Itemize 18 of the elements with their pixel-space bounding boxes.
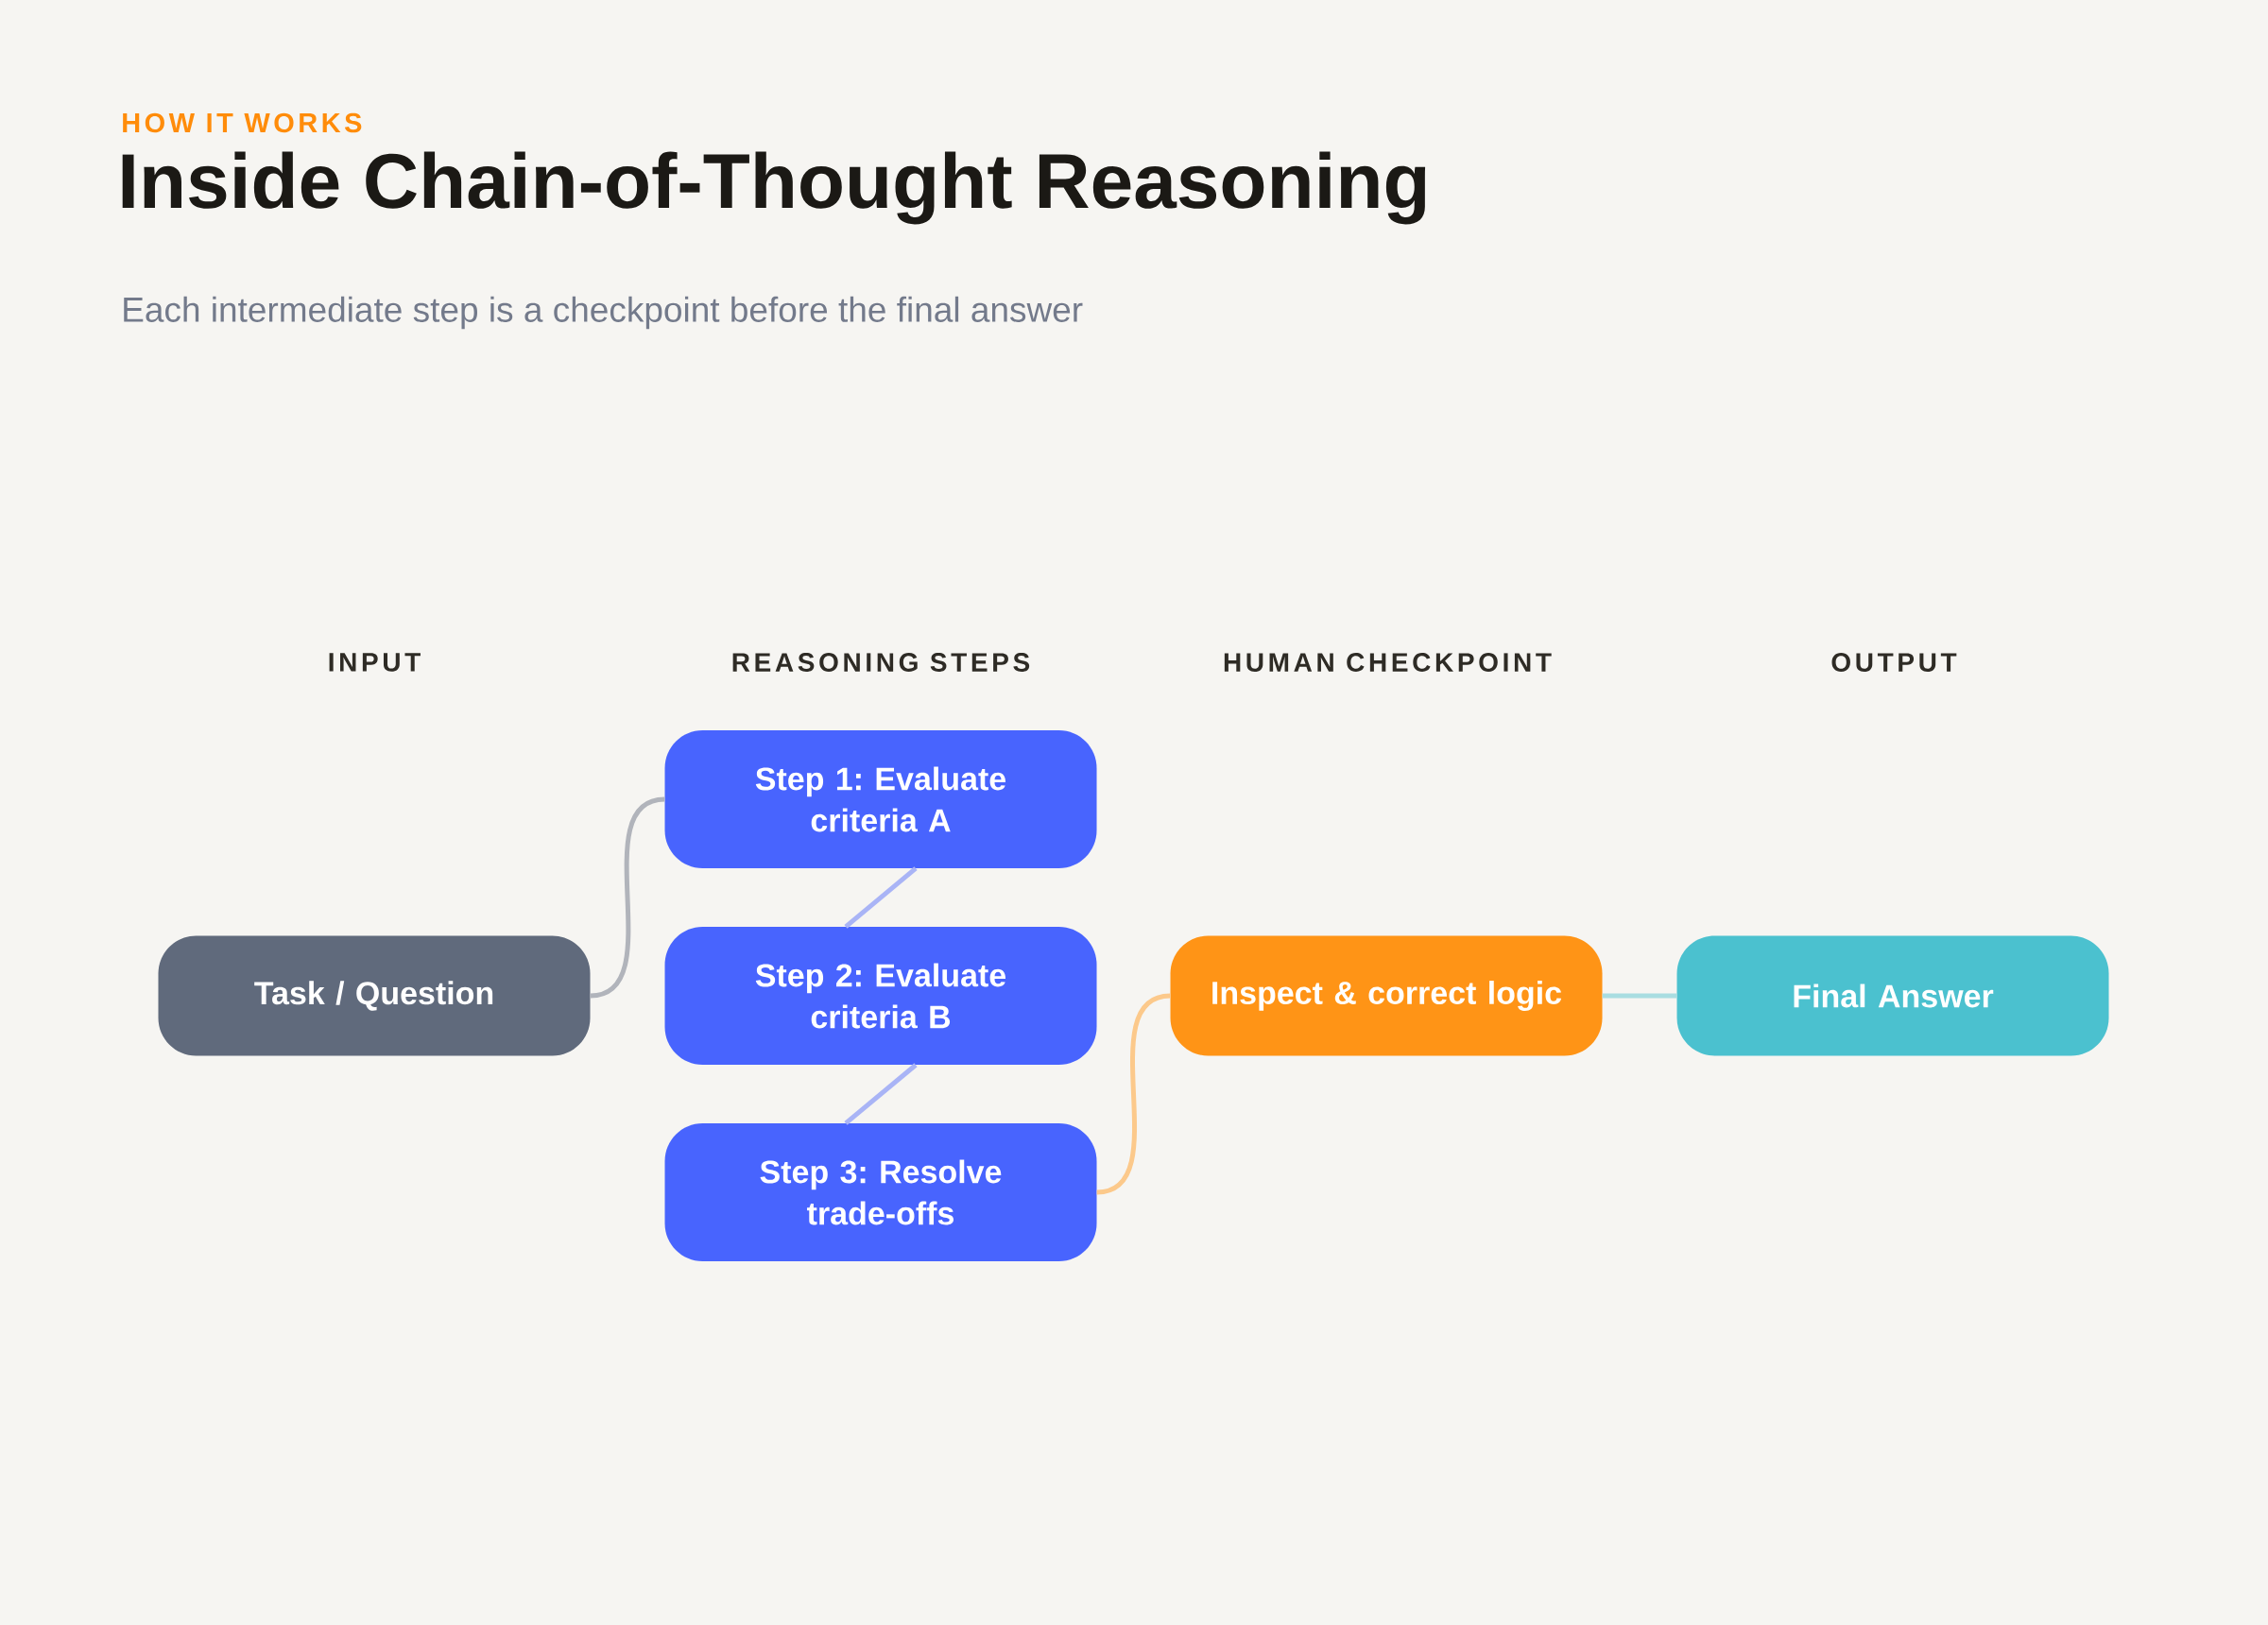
column-heading: OUTPUT (1831, 653, 1957, 672)
step-box: Step 3: Resolve trade-offs (664, 1123, 1097, 1261)
eyebrow-label: HOW IT WORKS (123, 112, 362, 133)
connector-line (844, 866, 918, 929)
step-box: Step 1: Evaluate criteria A (664, 730, 1097, 868)
connector-line (844, 1063, 918, 1125)
column-heading: HUMAN CHECKPOINT (1224, 653, 1552, 672)
step-box: Step 2: Evaluate criteria B (664, 927, 1097, 1065)
column-heading: INPUT (329, 653, 421, 672)
output-box: Final Answer (1676, 935, 2109, 1056)
checkpoint-box: Inspect & correct logic (1170, 935, 1603, 1056)
connector-line (590, 796, 665, 999)
title: Inside Chain-of-Thought Reasoning (122, 151, 1426, 225)
connector-line (1096, 993, 1171, 1195)
subtitle: Each intermediate step is a checkpoint before the final answer (124, 296, 1083, 330)
connector-line (1602, 993, 1677, 999)
column-heading: REASONING STEPS (732, 653, 1030, 672)
input-box: Task / Question (158, 935, 591, 1056)
